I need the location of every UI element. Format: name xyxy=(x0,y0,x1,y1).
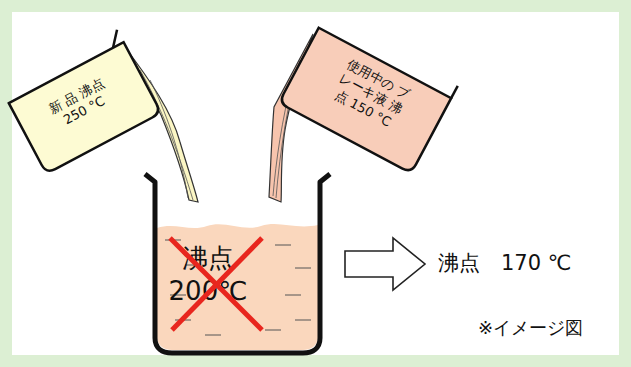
beaker-outline xyxy=(145,174,330,353)
cross-line xyxy=(172,238,262,330)
liquid-dash xyxy=(295,268,311,269)
node-outline xyxy=(145,170,330,360)
liquid-dash xyxy=(165,240,181,241)
mixing-beaker: 沸点 200℃ xyxy=(145,170,330,360)
liquid-dash xyxy=(205,335,221,336)
mixed-liquid xyxy=(157,224,318,350)
liquid-dash xyxy=(175,320,191,321)
node-text: 沸点 200℃ xyxy=(167,242,249,307)
liquid-dash xyxy=(295,320,311,321)
liquid-dash xyxy=(265,330,281,331)
cross-line xyxy=(170,238,262,330)
jug-lip xyxy=(106,30,123,48)
result-arrow xyxy=(345,238,425,290)
jug-outline xyxy=(279,28,451,173)
result-boiling-point: 沸点 170 ℃ xyxy=(438,249,571,277)
image-note: ※イメージ図 xyxy=(478,316,583,340)
jug-lip xyxy=(451,86,458,98)
jug-outline xyxy=(9,42,161,174)
liquid-dash xyxy=(285,295,301,296)
liquid-dash xyxy=(275,245,291,246)
